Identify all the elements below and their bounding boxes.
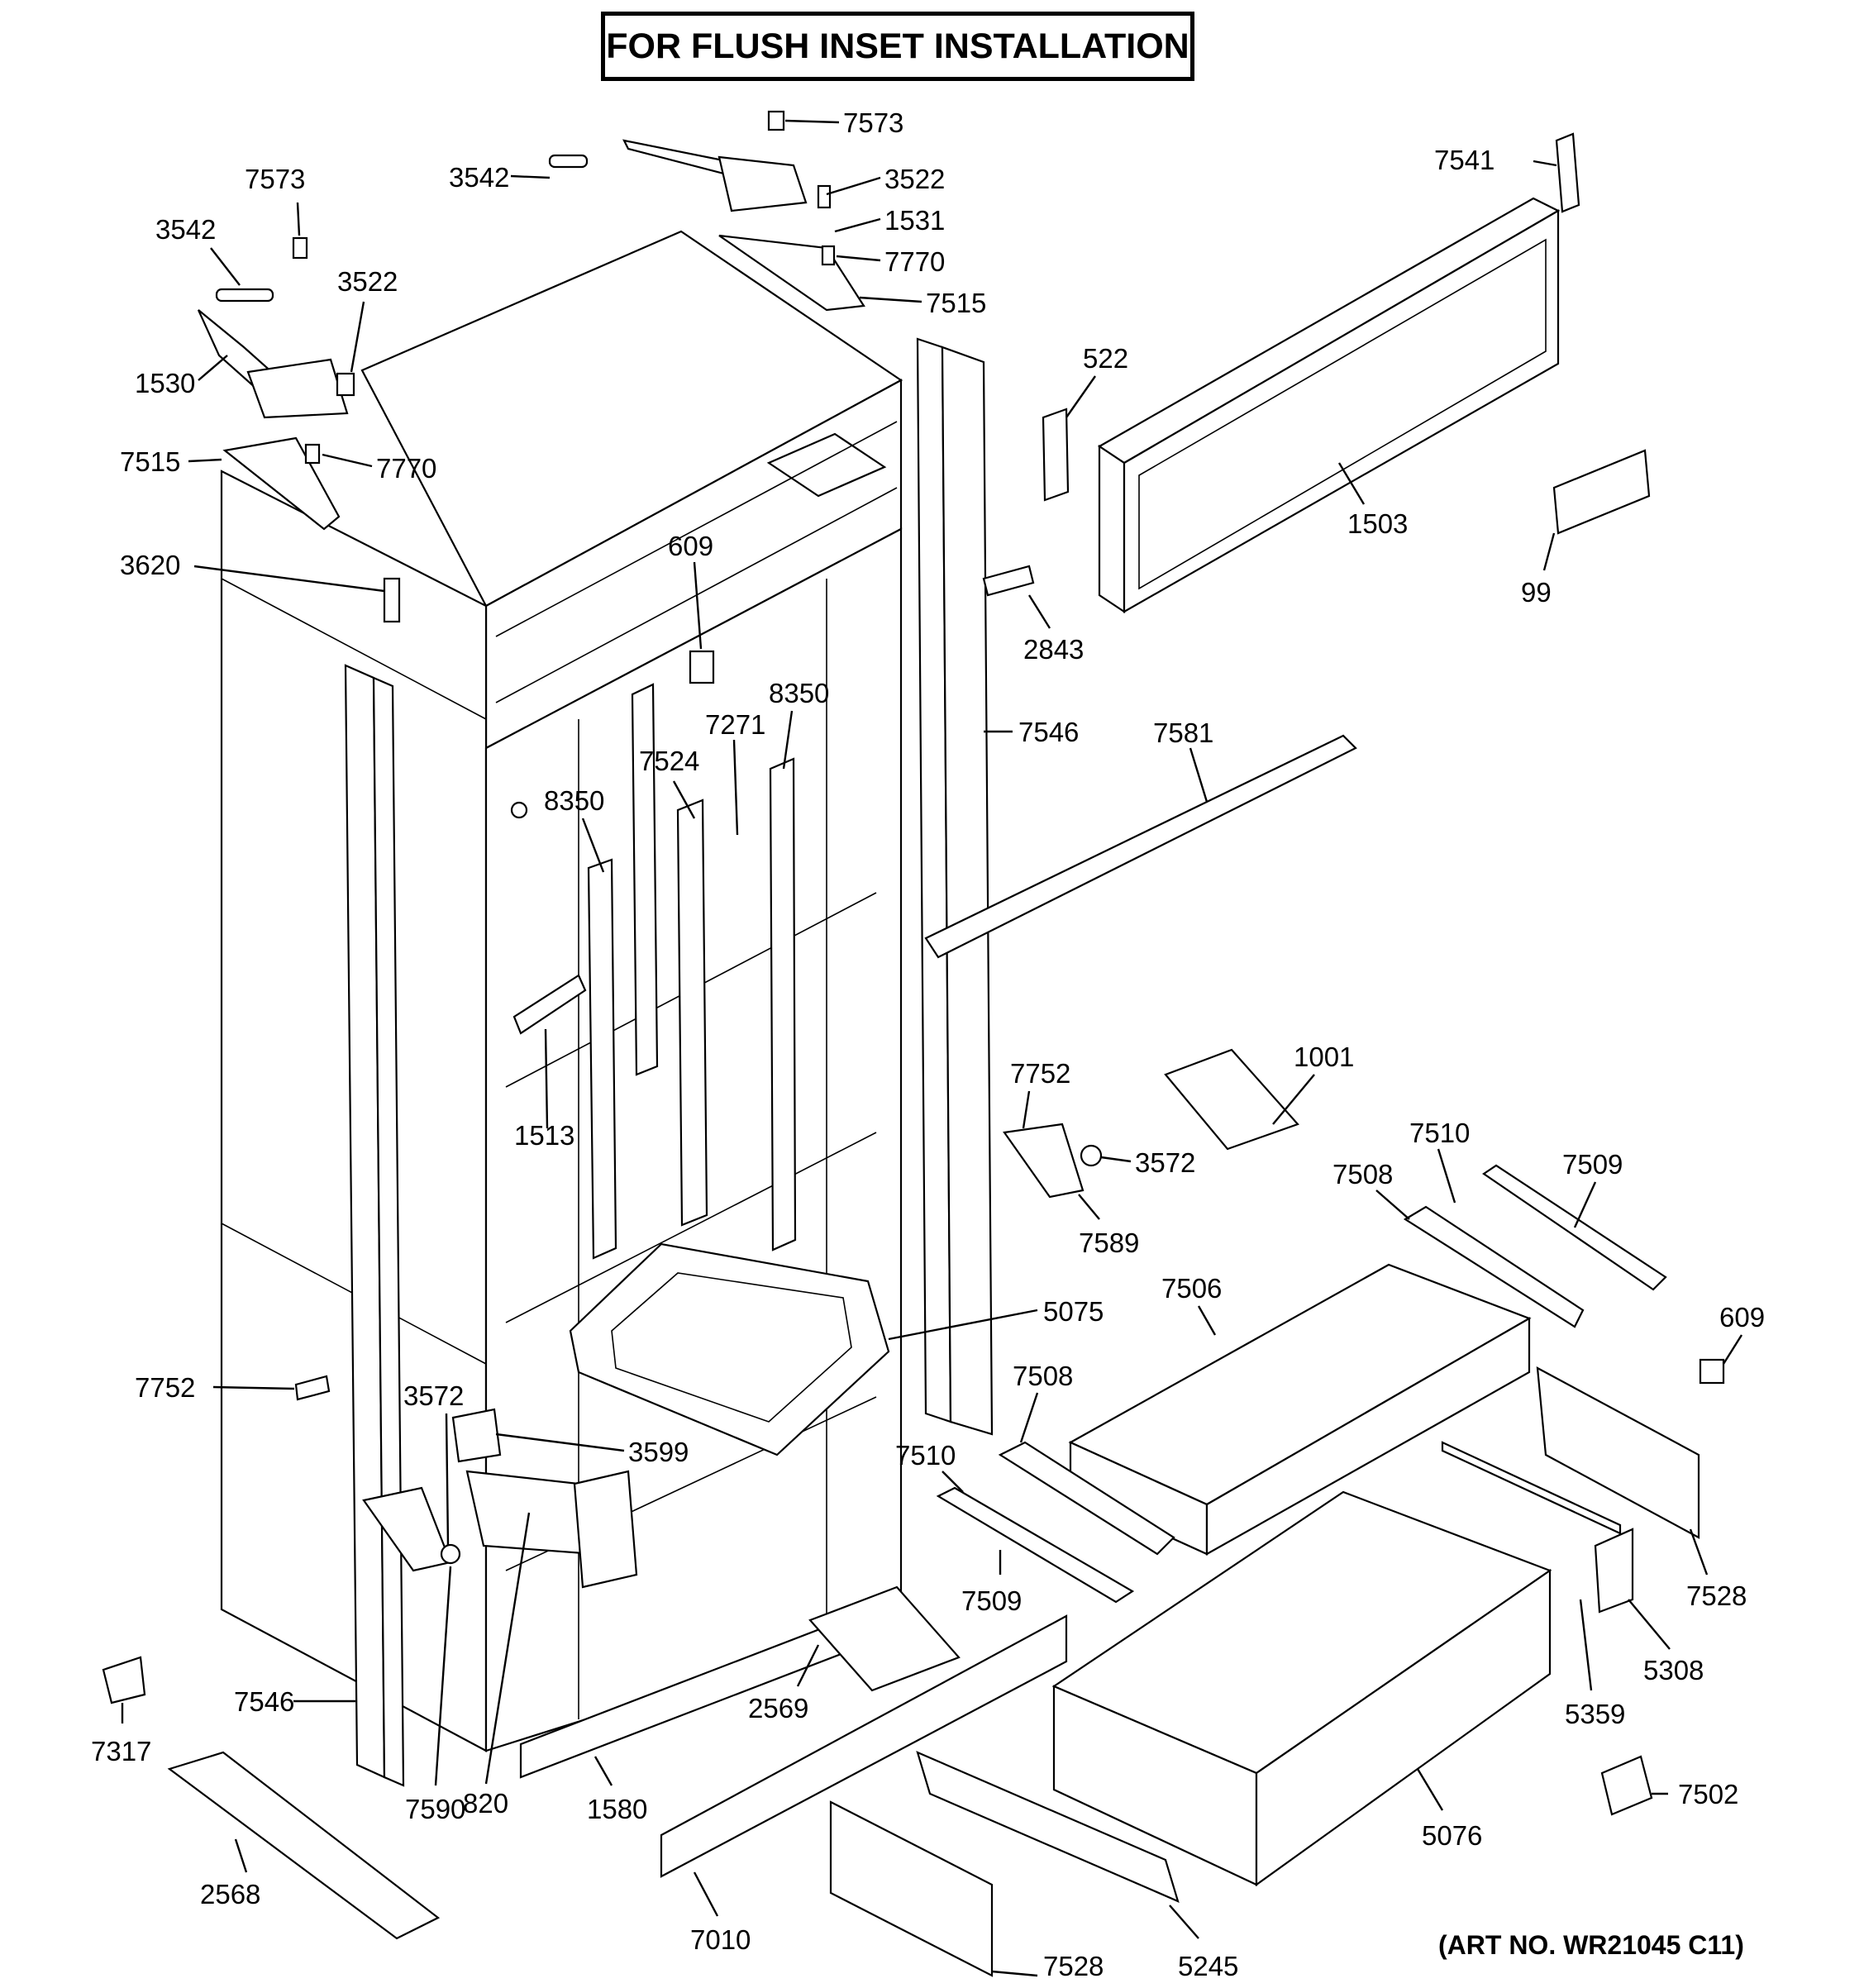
callout-7770-b: 7770 xyxy=(376,453,436,484)
callout-7541: 7541 xyxy=(1434,145,1495,175)
callout-labels: 7573 3542 3522 1531 7770 7515 7573 3542 … xyxy=(91,107,1765,1981)
part-7317 xyxy=(102,1656,146,1704)
callout-2568: 2568 xyxy=(200,1879,260,1909)
part-7581 xyxy=(924,734,1357,959)
callout-5076: 5076 xyxy=(1422,1820,1482,1851)
callout-8350-b: 8350 xyxy=(544,785,604,816)
callout-1513: 1513 xyxy=(514,1120,574,1151)
part-7508-lower xyxy=(998,1441,1175,1556)
part-99-badge xyxy=(1552,449,1651,535)
callout-7524: 7524 xyxy=(639,746,699,776)
callout-3522-b: 3522 xyxy=(337,266,398,297)
door-panel-1503 xyxy=(1097,197,1561,614)
part-609-right xyxy=(1699,1358,1725,1385)
part-5308 xyxy=(1594,1528,1634,1614)
bin-5075 xyxy=(569,1242,890,1456)
callout-2569: 2569 xyxy=(748,1693,808,1723)
callout-522: 522 xyxy=(1083,343,1128,374)
callout-7271: 7271 xyxy=(705,709,765,740)
callout-5245: 5245 xyxy=(1178,1951,1238,1981)
part-3599 xyxy=(451,1408,502,1463)
part-1513 xyxy=(512,974,587,1035)
callout-3599: 3599 xyxy=(628,1437,689,1467)
callout-7573-b: 7573 xyxy=(245,164,305,194)
callout-7546-b: 7546 xyxy=(234,1686,294,1717)
part-7528-right xyxy=(1536,1366,1700,1539)
part-2843-screw xyxy=(982,565,1035,597)
callout-1530: 1530 xyxy=(135,368,195,398)
callout-7508-a: 7508 xyxy=(1332,1159,1393,1189)
callout-1580: 1580 xyxy=(587,1794,647,1824)
part-2568 xyxy=(167,1751,441,1940)
callout-3572-a: 3572 xyxy=(1135,1147,1195,1178)
callout-7508-b: 7508 xyxy=(1013,1361,1073,1391)
part-2569 xyxy=(808,1585,961,1692)
callout-7317: 7317 xyxy=(91,1736,151,1766)
callout-3542-b: 3542 xyxy=(155,214,216,245)
part-7502 xyxy=(1600,1755,1653,1816)
part-820-box xyxy=(573,1470,638,1589)
right-rail xyxy=(916,337,994,1436)
callout-3542-a: 3542 xyxy=(449,162,509,193)
callout-8350-a: 8350 xyxy=(769,678,829,708)
part-7508-upper xyxy=(1403,1205,1585,1328)
diagram-title: FOR FLUSH INSET INSTALLATION xyxy=(601,12,1194,81)
part-7752-bolt xyxy=(294,1375,331,1401)
callout-609-b: 609 xyxy=(1719,1302,1765,1332)
callout-5075: 5075 xyxy=(1043,1296,1104,1327)
leader-lines xyxy=(121,119,1743,1977)
callout-7509-a: 7509 xyxy=(1562,1149,1623,1180)
part-7509-lower xyxy=(936,1486,1135,1604)
callout-7590: 7590 xyxy=(405,1794,465,1824)
callout-1503: 1503 xyxy=(1347,508,1408,539)
part-522 xyxy=(1042,408,1070,502)
part-7528-bottom xyxy=(829,1800,994,1977)
callout-7509-b: 7509 xyxy=(961,1585,1022,1616)
callout-7752-b: 7752 xyxy=(135,1372,195,1403)
hinge-top-left xyxy=(197,236,401,623)
callout-7528-a: 7528 xyxy=(1686,1580,1747,1611)
callout-7515-b: 7515 xyxy=(120,446,180,477)
callout-7752-a: 7752 xyxy=(1010,1058,1070,1089)
callout-7546-a: 7546 xyxy=(1018,717,1079,747)
callout-3620: 3620 xyxy=(120,550,180,580)
inner-channels xyxy=(587,683,797,1260)
part-7010 xyxy=(660,1614,1068,1878)
callout-7506: 7506 xyxy=(1161,1273,1222,1304)
part-7589 xyxy=(1003,1123,1085,1199)
callout-3522-a: 3522 xyxy=(884,164,945,194)
part-5245 xyxy=(916,1751,1180,1903)
part-7541 xyxy=(1555,132,1580,213)
callout-5308: 5308 xyxy=(1643,1655,1704,1685)
callout-2843: 2843 xyxy=(1023,634,1084,665)
callout-7510-a: 7510 xyxy=(1409,1118,1470,1148)
callout-7515-a: 7515 xyxy=(926,288,986,318)
part-609-top xyxy=(689,650,715,684)
callout-7510-b: 7510 xyxy=(895,1440,956,1471)
basket-7506 xyxy=(1068,1263,1532,1556)
callout-7010: 7010 xyxy=(690,1924,751,1955)
art-number: (ART NO. WR21045 C11) xyxy=(1438,1930,1744,1960)
callout-609-a: 609 xyxy=(668,531,713,561)
hinge-top-right xyxy=(548,110,865,312)
callout-5359: 5359 xyxy=(1565,1699,1625,1729)
callout-99: 99 xyxy=(1521,577,1552,608)
callout-7770-a: 7770 xyxy=(884,246,945,277)
callout-820: 820 xyxy=(463,1788,508,1819)
part-1001 xyxy=(1164,1048,1299,1151)
callout-7589: 7589 xyxy=(1079,1228,1139,1258)
callout-3572-b: 3572 xyxy=(403,1380,464,1411)
callout-1531: 1531 xyxy=(884,205,945,236)
callout-1001: 1001 xyxy=(1294,1042,1354,1072)
callout-7502: 7502 xyxy=(1678,1779,1738,1809)
part-5359 xyxy=(1441,1441,1622,1535)
basket-5076 xyxy=(1051,1490,1552,1887)
callout-7573-a: 7573 xyxy=(843,107,903,138)
callout-7528-b: 7528 xyxy=(1043,1951,1104,1981)
callout-7581: 7581 xyxy=(1153,717,1213,748)
